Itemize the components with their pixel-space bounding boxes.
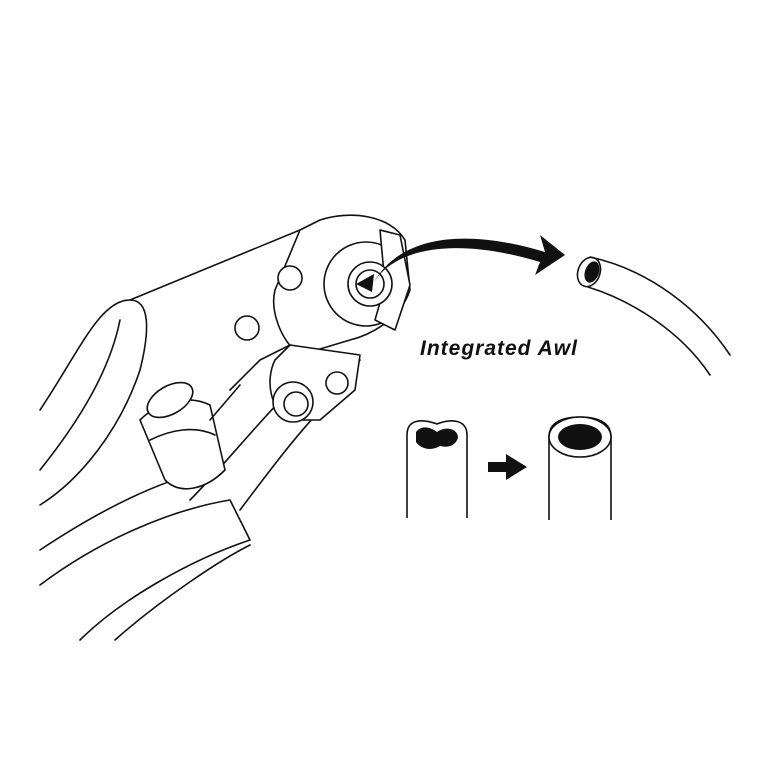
crimping-tool [39,214,411,641]
arrow-right-icon [488,454,527,480]
deformed-housing [406,420,468,518]
curved-arrow-icon [372,235,565,286]
cable-housing-end [576,256,731,376]
integrated-awl-caption: Integrated Awl [420,337,578,360]
round-housing [548,416,612,520]
